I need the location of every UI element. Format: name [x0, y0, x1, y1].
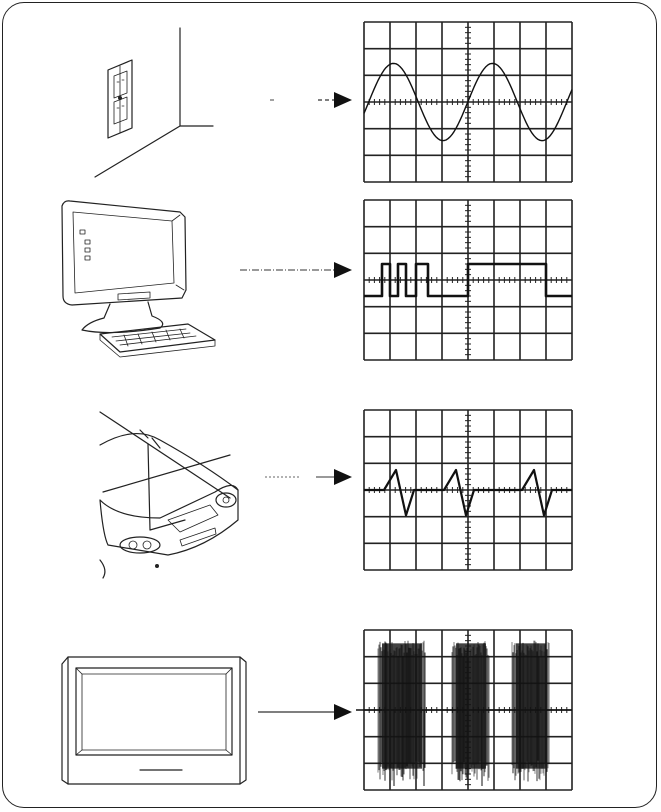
noise-burst	[377, 640, 426, 781]
scope-axis-ticks	[363, 409, 573, 571]
arrow-4	[258, 704, 352, 720]
noise-burst	[511, 640, 550, 782]
waveform-trace	[364, 262, 572, 298]
scope-sine	[363, 21, 573, 183]
scope-pulse-train	[363, 199, 573, 361]
car-icon	[99, 411, 239, 579]
arrow-3	[265, 469, 352, 485]
arrow-2	[240, 262, 352, 278]
wall-outlet-icon	[94, 27, 214, 178]
arrow-1	[270, 92, 352, 108]
scope-noise-bursts	[356, 629, 573, 791]
desktop-computer-icon	[61, 200, 216, 358]
tv-monitor-icon	[61, 656, 247, 785]
waveform-trace	[364, 468, 572, 517]
waveform-trace	[363, 62, 573, 142]
scope-axis-ticks	[363, 21, 573, 183]
noise-burst	[451, 641, 490, 782]
scope-spikes	[363, 409, 573, 571]
